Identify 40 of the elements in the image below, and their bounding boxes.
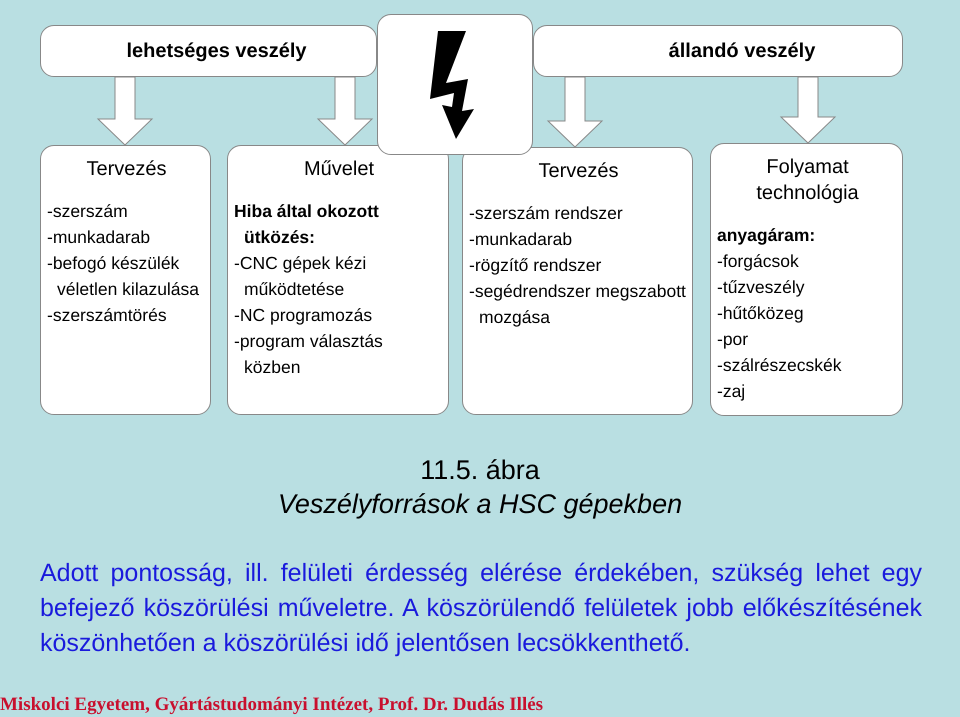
hazard-box [377,14,533,155]
block-arrow [96,76,154,146]
card-heading: Művelet [302,157,376,182]
list-item: -CNC gépek kézi működtetése [234,252,368,301]
list-item: -szerszámtörés [47,304,168,327]
list-item: -szerszám rendszer [469,202,624,225]
card-heading: Folyamat technológia [755,155,860,206]
hazard-card [40,145,211,415]
list-item: Hiba által okozott ütközés: [234,200,380,249]
card-heading: Tervezés [85,157,168,182]
hazard-bar [533,25,903,77]
list-item: -forgácsok [717,250,800,273]
footer-text: Miskolci Egyetem, Gyártástudományi Intézet, Prof. Dr. Dudás Illés [0,694,544,716]
body-paragraph: Adott pontosság, ill. felületi érdesség elérése érdekében, szükség lehet egy befejező köszörülési műveletre. A köszörülendő felületek jobb előkészítésének köszönhetően a köszörülési idő jelentősen lecsökkenthető. [40,558,922,659]
list-item: -szerszám [47,200,129,223]
block-arrow [316,76,374,146]
hazard-card [462,147,693,415]
list-item: -por [717,328,750,351]
list-item: -munkadarab [469,228,574,251]
hazard-card [227,145,449,415]
figure-number: 11.5. ábra [419,455,541,486]
list-item: -program választás közben [234,330,384,379]
list-item: -szálrészecskék [717,354,842,377]
list-item: anyagáram: [717,224,816,247]
list-item: -segédrendszer megszabott mozgása [469,280,687,329]
list-item: -befogó készülék véletlen kilazulása [47,252,200,301]
bar-title: állandó veszély [668,40,816,62]
figure-caption: Veszélyforrások a HSC gépekben [276,489,684,520]
list-item: -munkadarab [47,226,152,249]
list-item: -zaj [717,380,746,403]
list-item: -tűzveszély [717,276,806,299]
hazard-bar [40,25,377,77]
card-heading: Tervezés [537,159,620,184]
block-arrow [780,76,836,144]
bar-title: lehetséges veszély [126,40,307,62]
list-item: -rögzítő rendszer [469,254,602,277]
list-item: -hűtőközeg [717,302,805,325]
block-arrow [546,76,604,148]
hazard-card [710,143,903,416]
list-item: -NC programozás [234,304,374,327]
